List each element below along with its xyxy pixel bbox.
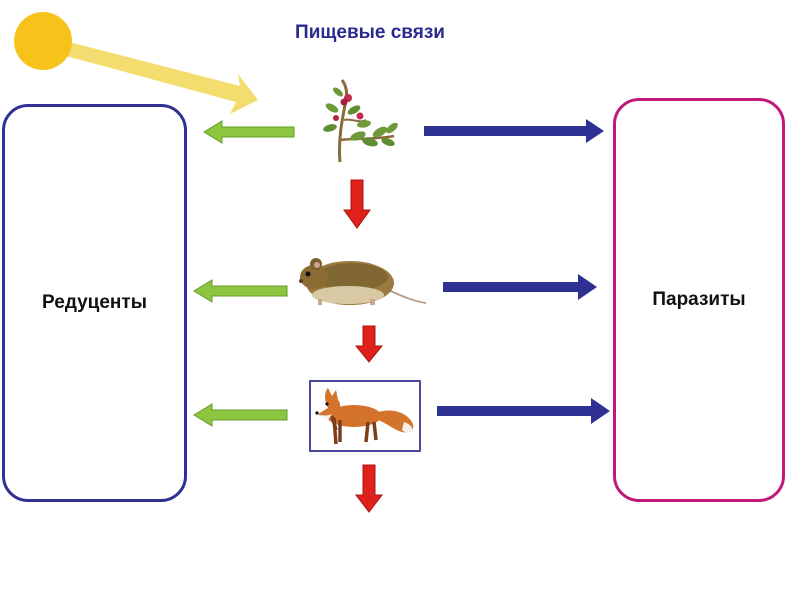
reducers-box: Редуценты: [2, 104, 187, 502]
green-arrow-plant-to-reducers: [203, 120, 295, 144]
sun-ray: [44, 36, 258, 114]
berry-plant-icon: [323, 79, 398, 163]
green-arrow-fox-to-reducers: [193, 403, 288, 427]
parasites-label: Паразиты: [652, 289, 746, 310]
blue-arrow-mouse-to-parasites: [443, 274, 597, 300]
parasites-box: Паразиты: [613, 98, 785, 502]
red-arrow-plant-to-mouse: [343, 179, 371, 229]
green-arrow-mouse-to-reducers: [193, 279, 288, 303]
red-arrow-fox-down: [354, 464, 384, 513]
blue-arrow-plant-to-parasites: [424, 119, 604, 143]
vole-icon: [299, 258, 427, 305]
sun: [14, 12, 72, 70]
reducers-label: Редуценты: [42, 292, 147, 313]
blue-arrow-fox-to-parasites: [437, 398, 610, 424]
sun-icon: [14, 12, 258, 114]
fox-icon: [315, 388, 414, 445]
red-arrow-mouse-to-fox: [354, 325, 384, 363]
diagram-title: Пищевые связи: [295, 22, 445, 43]
